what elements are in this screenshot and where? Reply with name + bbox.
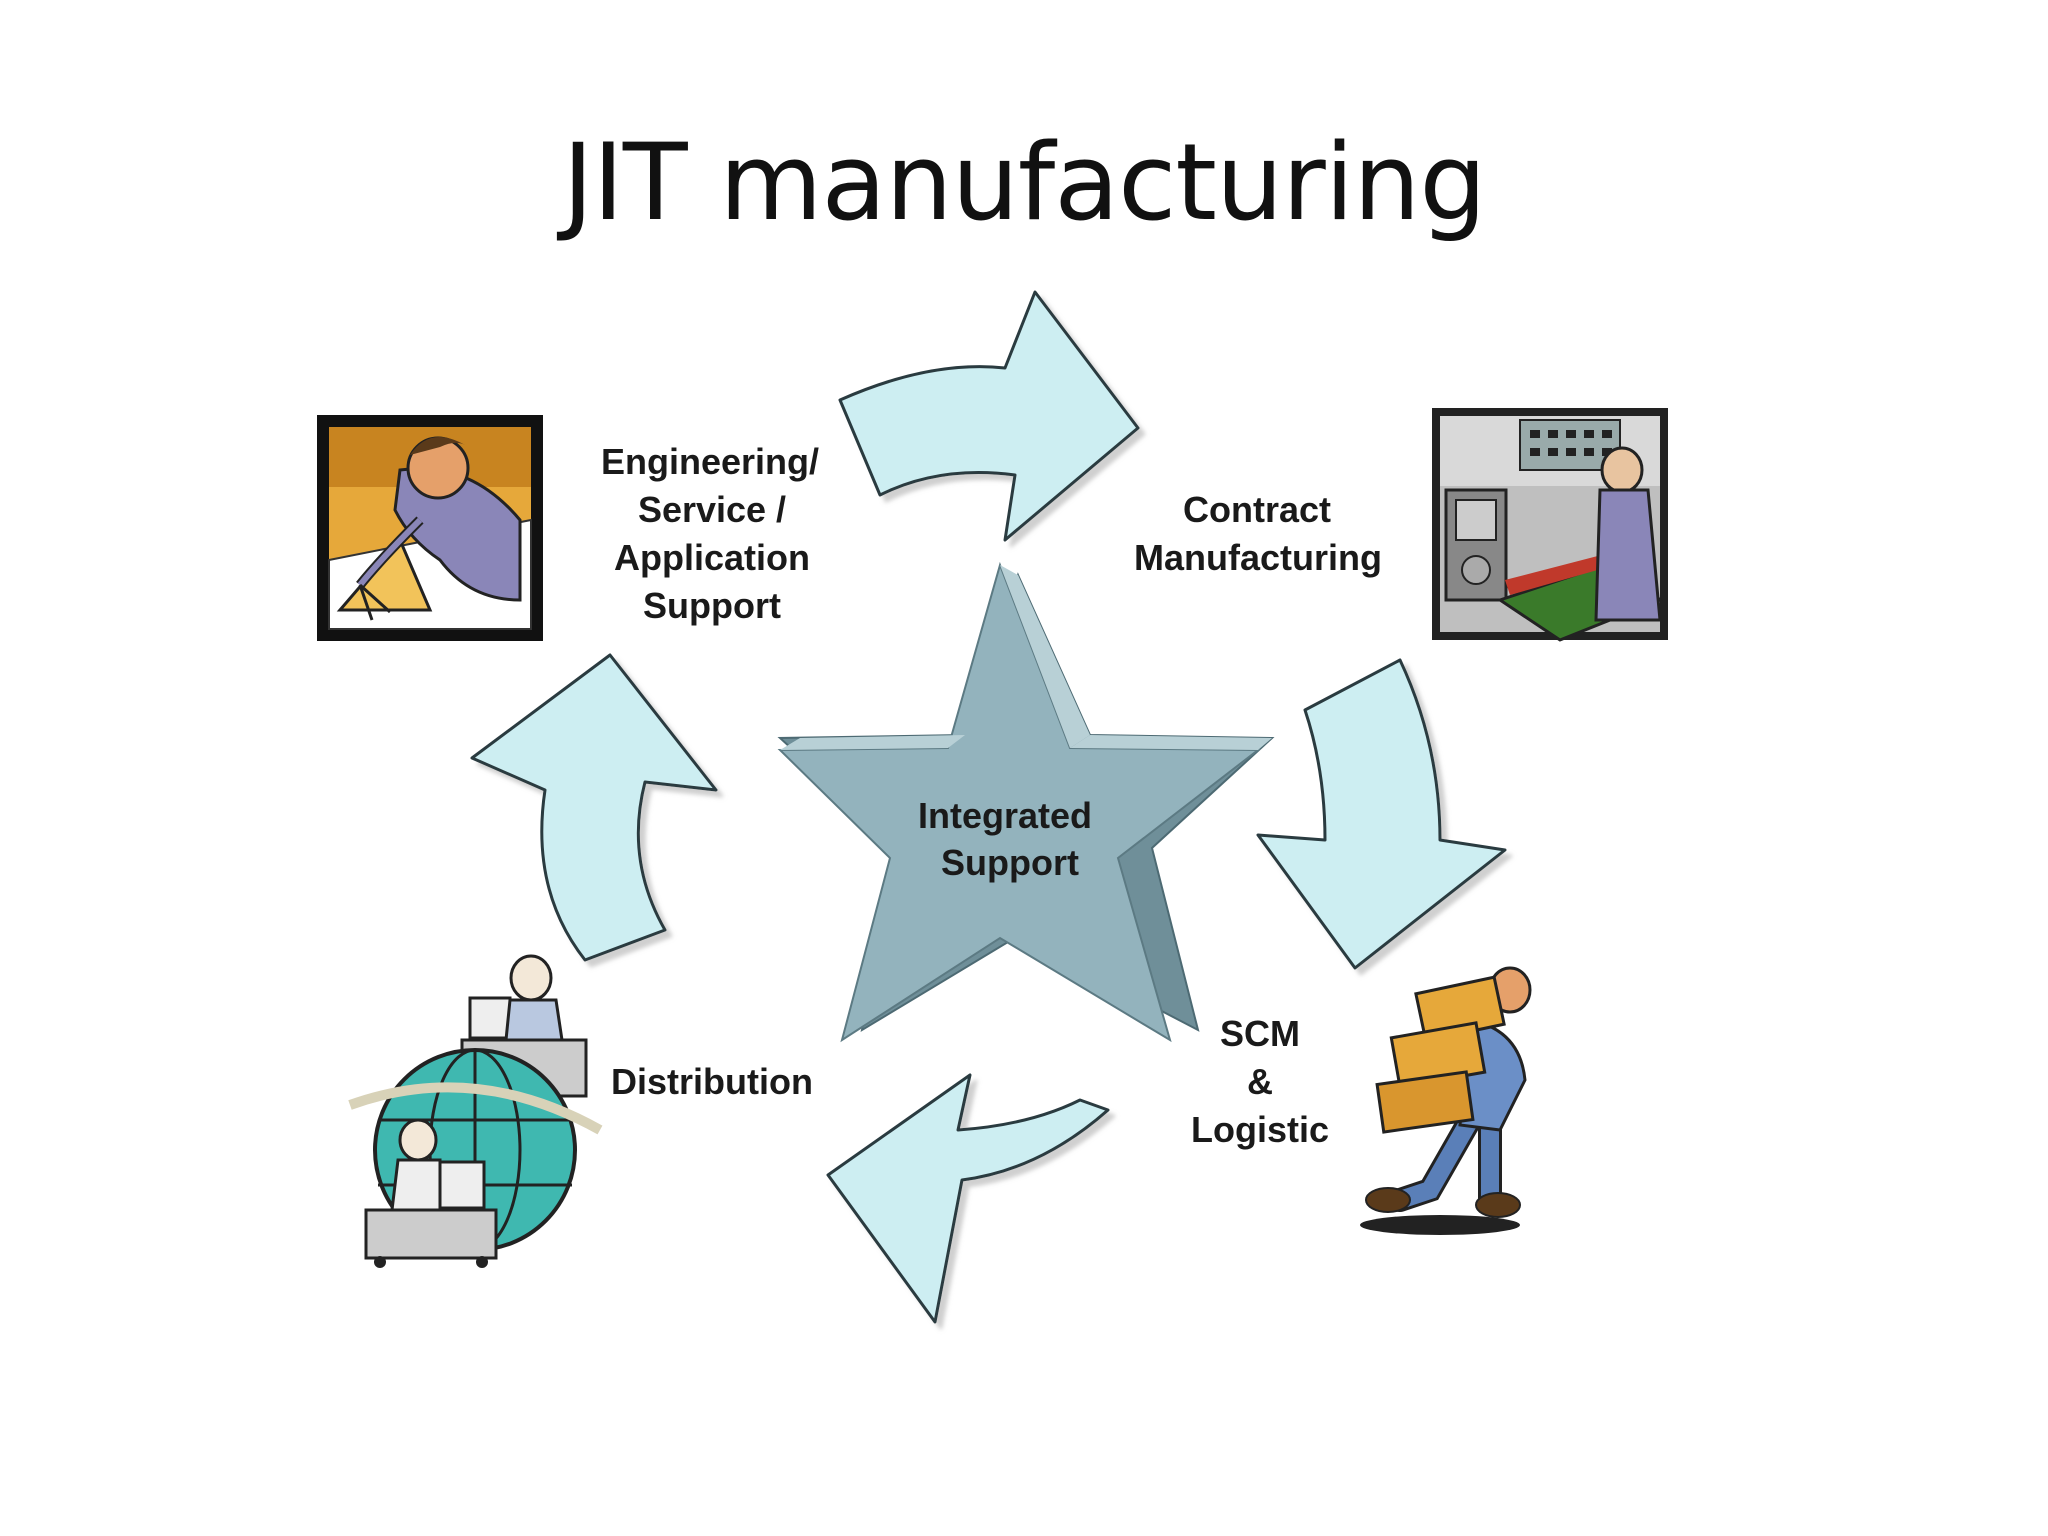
engineering-label-line-2: Service /	[638, 489, 786, 530]
integrated-support-star	[777, 561, 1275, 1043]
scm-label-line-2: &	[1247, 1061, 1273, 1102]
scm-label-line-1: SCM	[1220, 1013, 1300, 1054]
arrow-top	[838, 290, 1140, 542]
engineering-label-line-3: Application	[614, 537, 810, 578]
slide-title: JIT manufacturing	[562, 121, 1486, 244]
globe-call-center-icon	[348, 954, 603, 1268]
center-label-line-1: Integrated	[918, 795, 1092, 836]
scm-label-line-3: Logistic	[1191, 1109, 1329, 1150]
engineering-label-line-1: Engineering/	[601, 441, 819, 482]
engineering-label-line-4: Support	[643, 585, 781, 626]
center-label-line-2: Support	[941, 842, 1079, 883]
arrow-left	[470, 653, 718, 962]
contract-label-line-2: Manufacturing	[1134, 537, 1382, 578]
engineer-drafting-icon	[317, 415, 543, 641]
worker-carrying-boxes-icon	[1360, 966, 1532, 1235]
factory-worker-machine-icon	[1432, 408, 1668, 642]
distribution-label: Distribution	[611, 1061, 813, 1102]
arrow-bottom	[826, 1073, 1110, 1324]
contract-label-line-1: Contract	[1183, 489, 1331, 530]
arrow-right	[1256, 658, 1507, 970]
